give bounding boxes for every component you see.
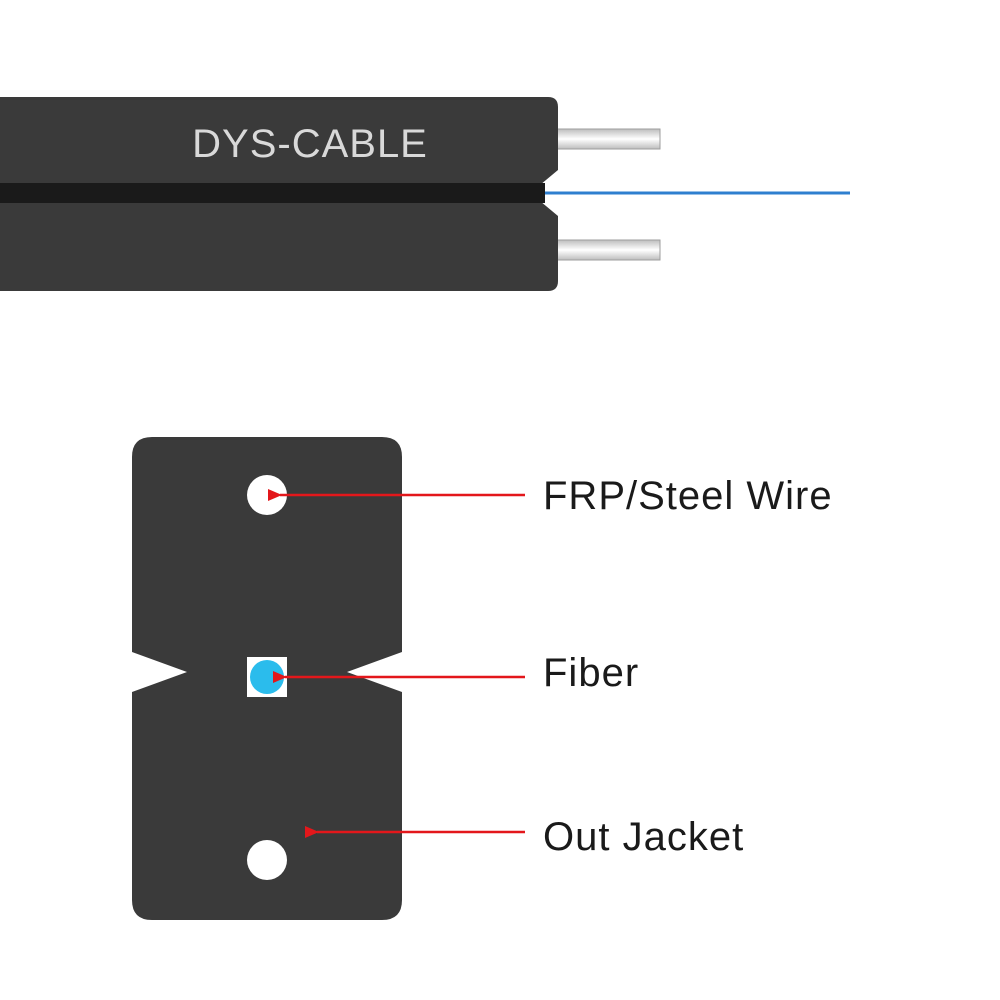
callout-strength-member: FRP/Steel Wire	[268, 474, 833, 518]
label-strength-member: FRP/Steel Wire	[543, 474, 833, 518]
cable-groove	[0, 183, 545, 203]
cross-section	[132, 437, 402, 920]
cable-brand-text: DYS-CABLE	[192, 122, 428, 166]
bottom-steel-wire	[554, 239, 661, 261]
fiber-core	[250, 660, 284, 694]
cable-side-view: DYS-CABLE	[0, 97, 850, 291]
callout-jacket: Out Jacket	[305, 815, 744, 859]
bottom-strength-member	[247, 840, 287, 880]
top-steel-wire	[554, 128, 661, 150]
callout-fiber: Fiber	[273, 651, 639, 695]
top-strength-member	[247, 475, 287, 515]
label-out-jacket: Out Jacket	[543, 815, 744, 859]
cable-jacket-bottom	[0, 201, 558, 291]
label-fiber: Fiber	[543, 651, 639, 695]
cable-jacket-top	[0, 97, 558, 185]
